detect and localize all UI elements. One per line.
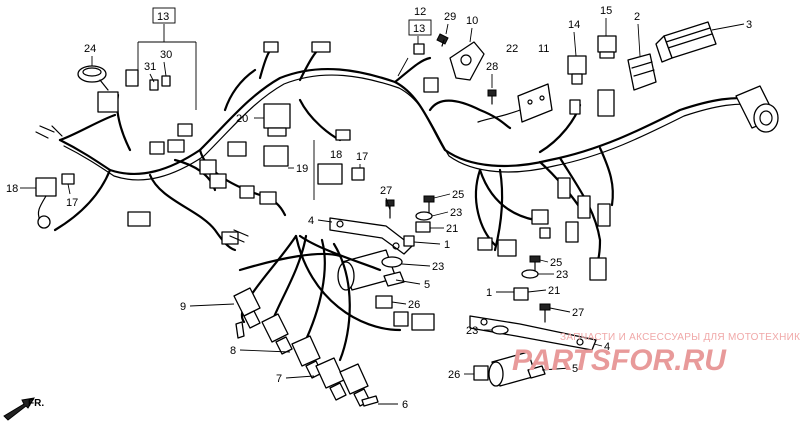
direction-label: FR. <box>28 398 44 409</box>
callout-9: 9 <box>180 301 186 313</box>
callout-29: 29 <box>444 11 456 23</box>
callout-13b-box <box>408 19 432 36</box>
callouts: 13 30 31 24 12 13 29 10 22 11 28 14 15 2… <box>6 5 752 411</box>
callout-30: 30 <box>160 49 172 61</box>
part-18-relay-left <box>35 177 57 229</box>
front-arrow-icon <box>3 397 35 421</box>
callout-1b: 1 <box>486 287 492 299</box>
part-17-connector-left <box>61 173 75 185</box>
callout-23b: 23 <box>432 261 444 273</box>
callout-14: 14 <box>568 19 580 31</box>
part-3-control-module <box>655 21 717 63</box>
callout-23c: 23 <box>556 269 568 281</box>
callout-28: 28 <box>486 61 498 73</box>
callout-26b: 26 <box>448 369 460 381</box>
callout-5a: 5 <box>424 279 430 291</box>
callout-23a: 23 <box>450 207 462 219</box>
callout-10: 10 <box>466 15 478 27</box>
part-15-relay <box>597 35 617 59</box>
callout-5b: 5 <box>572 363 578 375</box>
callout-27a: 27 <box>380 185 392 197</box>
callout-24: 24 <box>84 43 96 55</box>
callout-17a: 17 <box>66 197 78 209</box>
callout-7: 7 <box>276 373 282 385</box>
part-11-wire <box>477 109 521 123</box>
callout-25b: 25 <box>550 257 562 269</box>
callout-4b: 4 <box>604 341 610 353</box>
part-31-fuse <box>125 69 139 87</box>
callout-25a: 25 <box>452 189 464 201</box>
watermark-line2: PARTSFOR.RU <box>512 344 727 377</box>
part-29-screw <box>436 33 449 47</box>
callout-11: 11 <box>538 43 549 55</box>
callout-4a: 4 <box>308 215 314 227</box>
callout-2: 2 <box>634 11 640 23</box>
part-19-relay <box>263 145 289 167</box>
watermark: ЗАПЧАСТИ И АКСЕССУАРЫ ДЛЯ МОТОТЕХНИКИ PA… <box>512 332 800 377</box>
callout-27b: 27 <box>572 307 584 319</box>
callout-1a: 1 <box>444 239 450 251</box>
part-30-fuse <box>149 75 171 91</box>
callout-3: 3 <box>746 19 752 31</box>
watermark-line1: ЗАПЧАСТИ И АКСЕССУАРЫ ДЛЯ МОТОТЕХНИКИ <box>560 332 800 343</box>
part-12-clip <box>413 43 425 55</box>
plug-caps <box>233 287 379 407</box>
callout-22: 22 <box>506 43 518 55</box>
part-28-bolt <box>487 89 497 105</box>
callout-13a: 13 <box>157 11 169 23</box>
callout-17b: 17 <box>356 151 368 163</box>
callout-15: 15 <box>600 5 612 17</box>
part-4-bracket-upper <box>329 217 413 255</box>
callout-13b: 13 <box>413 23 425 35</box>
callout-20: 20 <box>236 113 248 125</box>
harness-connectors <box>35 41 615 331</box>
callout-12: 12 <box>414 6 426 18</box>
callout-23d: 23 <box>466 325 478 337</box>
part-22-bracket <box>517 83 553 123</box>
callout-18b: 18 <box>330 149 342 161</box>
part-20-relay <box>263 103 291 137</box>
callout-21b: 21 <box>548 285 560 297</box>
part-18-relay-center <box>317 163 343 185</box>
ignition-coil-lower <box>488 351 546 387</box>
part-14-relay <box>567 55 587 85</box>
callout-21a: 21 <box>446 223 458 235</box>
part-2-relay <box>627 53 657 91</box>
part-4-bracket-lower <box>469 315 597 351</box>
part-24-band <box>77 65 109 91</box>
callout-18a: 18 <box>6 183 18 195</box>
callout-6: 6 <box>402 399 408 411</box>
main-round-connector <box>735 85 779 133</box>
callout-19: 19 <box>296 163 308 175</box>
callout-8: 8 <box>230 345 236 357</box>
callout-26a: 26 <box>408 299 420 311</box>
front-direction-indicator: FR. <box>3 397 44 421</box>
part-10-sensor <box>449 41 485 81</box>
callout-13a-box <box>152 7 176 24</box>
part-17-connector-center <box>351 167 365 181</box>
callout-31: 31 <box>144 61 156 73</box>
hardware-lower <box>473 255 551 381</box>
